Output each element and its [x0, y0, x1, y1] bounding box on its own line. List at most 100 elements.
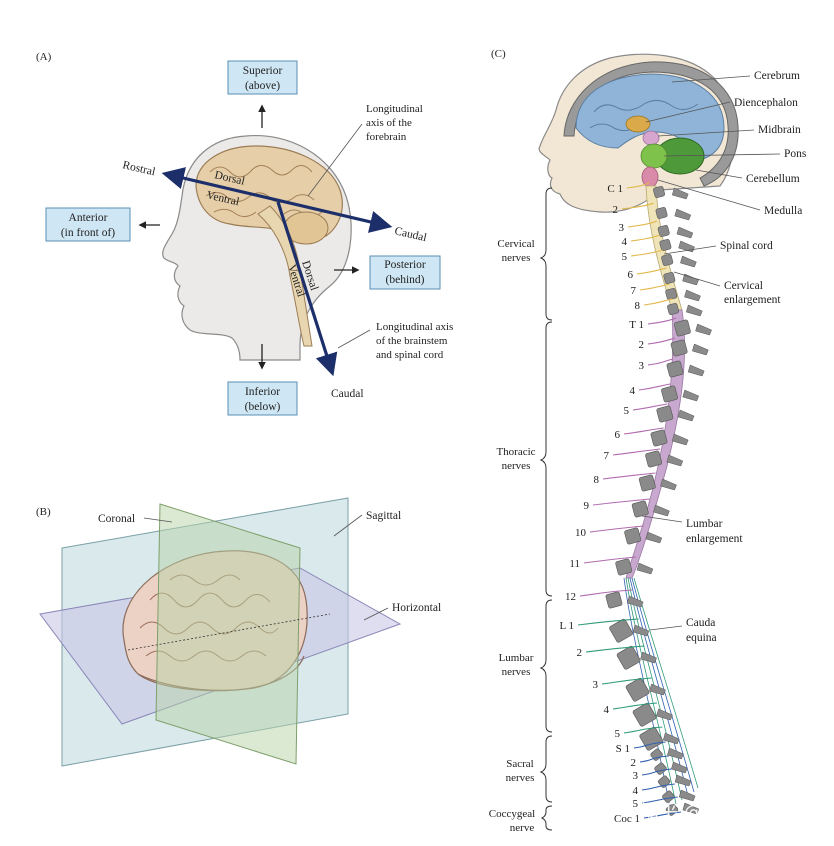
vertebra	[656, 405, 674, 423]
lumbar-nerve-number: L 1	[559, 620, 574, 632]
spinous-process	[626, 595, 644, 608]
spinous-process	[666, 454, 684, 467]
panel-c-label: (C)	[491, 48, 506, 60]
anterior-box: Anterior (in front of)	[45, 207, 131, 242]
spinal-nerves	[577, 181, 682, 819]
cervical-nerve	[627, 220, 658, 228]
spinous-process	[684, 289, 701, 302]
spinous-process	[687, 364, 705, 377]
spinous-process	[662, 732, 680, 745]
lumbar-nerve-number: 4	[604, 704, 610, 716]
vertebra	[609, 618, 633, 643]
thoracic-nerve	[638, 383, 671, 391]
sacral-nerve	[641, 783, 675, 791]
sacral-nerves-label: Sacral	[506, 758, 533, 770]
thoracic-nerve-number: 10	[575, 527, 587, 539]
vertebra	[667, 303, 680, 315]
vertebra	[655, 207, 668, 219]
svg-text:nerves: nerves	[502, 460, 531, 472]
inferior-box: Inferior (below)	[227, 381, 298, 416]
lumbar-nerve	[623, 726, 663, 734]
svg-text:Cauda: Cauda	[686, 617, 715, 629]
forebrain-axis-leader	[307, 123, 363, 197]
thoracic-nerve	[647, 337, 675, 345]
vertebra	[632, 702, 657, 727]
svg-text:axis of the: axis of the	[366, 117, 412, 129]
spinous-process	[632, 624, 650, 637]
medulla	[641, 166, 659, 188]
sacral-nerve	[641, 768, 672, 776]
svg-text:of the brainstem: of the brainstem	[376, 335, 448, 347]
spinous-process	[674, 774, 692, 787]
svg-text:Lumbar: Lumbar	[686, 518, 723, 530]
vertebra	[624, 527, 642, 545]
sacral-nerve-number: 4	[633, 785, 639, 797]
midbrain-label: Midbrain	[758, 124, 801, 136]
midbrain	[642, 130, 660, 146]
sacral-nerve	[639, 755, 669, 763]
brainstem-axis-label: Longitudinal axis of the brainstem and s…	[376, 321, 453, 361]
spinous-process	[653, 504, 670, 517]
thoracic-nerve-number: 12	[565, 591, 576, 603]
svg-text:enlargement: enlargement	[686, 533, 743, 545]
spinous-process	[682, 802, 700, 815]
caudal-spinal-label: Caudal	[331, 388, 364, 400]
spinous-process	[667, 747, 684, 760]
lumbar-nerve-number: 2	[577, 647, 583, 659]
vertebra	[650, 429, 668, 447]
spinous-process	[671, 433, 689, 446]
spinous-process	[640, 651, 657, 664]
horizontal-label: Horizontal	[392, 602, 441, 614]
nerve-group-labels: Cervical nerves Thoracic nerves Lumbar n…	[489, 238, 536, 834]
vertebra	[666, 360, 684, 378]
coronal-leader	[143, 517, 173, 523]
sacral-nerve-number: S 1	[616, 743, 630, 755]
brainstem-a	[257, 205, 313, 347]
spinous-process	[656, 708, 673, 721]
sacral-nerve-number: 2	[631, 757, 637, 769]
rostral-label: Rostral	[121, 159, 156, 178]
cervical-nerve	[630, 234, 660, 242]
spinous-process	[678, 789, 696, 802]
vertebra	[645, 450, 663, 468]
panel-b: (B) Coronal Sagittal Horizontal	[36, 497, 441, 767]
vertebra	[657, 225, 670, 237]
lumbar-nerve	[601, 677, 652, 685]
thoracic-nerves-label: Thoracic	[496, 446, 535, 458]
diencephalon	[625, 115, 651, 133]
spinous-process	[645, 531, 663, 544]
pons-label: Pons	[784, 148, 807, 160]
spinous-process	[671, 761, 688, 774]
cervical-nerve	[630, 249, 663, 257]
svg-text:Anterior: Anterior	[69, 212, 108, 224]
cervical-nerve-number: 4	[622, 236, 628, 248]
spinous-process	[649, 683, 666, 696]
svg-text:forebrain: forebrain	[366, 131, 407, 143]
thoracic-nerve	[632, 403, 668, 411]
skull	[563, 61, 739, 187]
vertebra	[638, 474, 656, 492]
cerebellum-label: Cerebellum	[746, 173, 800, 185]
cervical-nerve	[621, 202, 654, 210]
vertebral-column	[605, 186, 712, 816]
svg-text:Superior: Superior	[243, 65, 283, 77]
svg-text:equina: equina	[686, 632, 717, 644]
vertebra	[625, 677, 650, 702]
cervical-nerve-number: 3	[619, 222, 625, 234]
spinous-process	[680, 255, 697, 268]
vertebra	[653, 186, 666, 198]
cervical-nerve-number: C 1	[607, 183, 623, 195]
sacral-nerve-number: 3	[633, 770, 639, 782]
thoracic-nerve-number: 6	[615, 429, 621, 441]
horizontal-leader	[363, 607, 389, 621]
cauda-equina-label: Cauda equina	[686, 617, 717, 644]
thoracic-nerve	[589, 525, 644, 533]
lumbar-nerves-label: Lumbar	[499, 652, 534, 664]
thoracic-nerve	[647, 317, 677, 325]
pons	[640, 143, 668, 169]
spinal-cord-label: Spinal cord	[720, 240, 773, 252]
thoracic-nerve-number: 4	[630, 385, 636, 397]
vertebra	[639, 726, 664, 751]
cervical-nerve-number: 6	[628, 269, 634, 281]
